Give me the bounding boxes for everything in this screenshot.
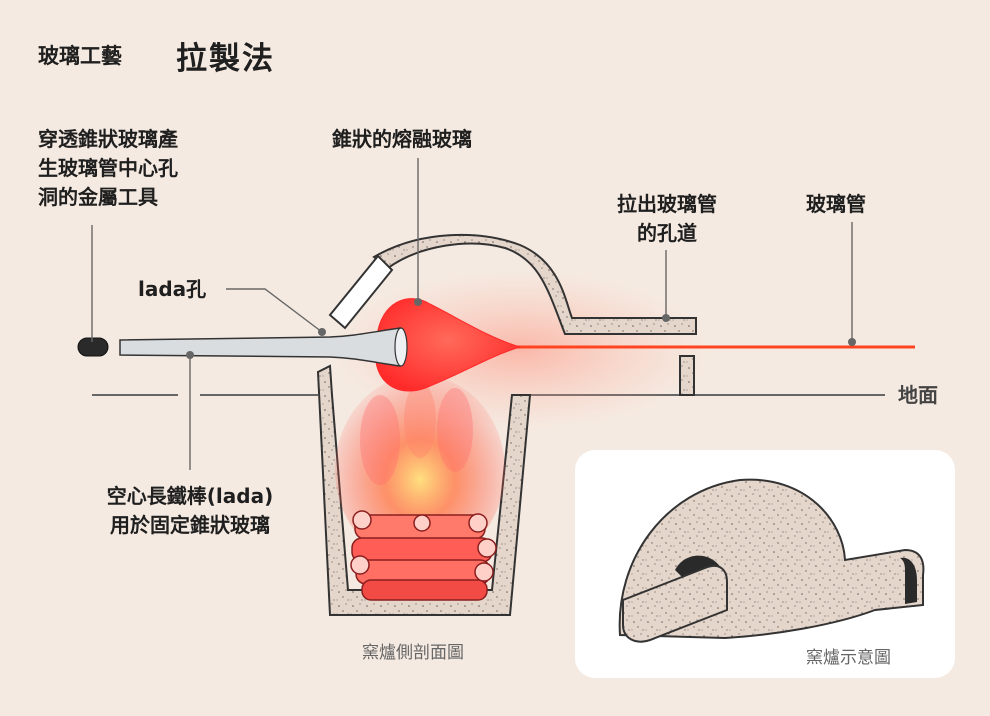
metal-tool <box>77 337 109 357</box>
label-metal-tool-line: 穿透錐狀玻璃產 <box>38 127 178 151</box>
label-molten-glass: 錐狀的熔融玻璃 <box>332 127 472 151</box>
firewood-logs <box>350 510 497 601</box>
label-ground: 地面 <box>898 383 938 407</box>
kiln-illustration-panel <box>575 450 955 678</box>
label-glass-tube: 玻璃管 <box>806 192 866 216</box>
kiln-illustration <box>618 478 925 643</box>
kiln-dome-front <box>328 254 394 330</box>
label-hollow-rod: 空心長鐵棒(lada) 用於固定錐狀玻璃 <box>60 482 320 540</box>
leader-lines <box>91 158 853 470</box>
lada-rod <box>119 327 401 367</box>
label-metal-tool-line: 洞的金屬工具 <box>38 185 158 209</box>
label-hollow-rod-line: 空心長鐵棒(lada) <box>106 484 274 508</box>
kiln-dome <box>372 233 697 335</box>
label-lada-hole: lada孔 <box>138 277 207 301</box>
lada-rod-opening <box>394 327 408 367</box>
kiln-3d-tube-opening <box>900 557 917 604</box>
caption-cross-section: 窯爐側剖面圖 <box>362 643 464 663</box>
title-sub: 玻璃工藝 <box>38 44 122 68</box>
label-pull-channel-line: 的孔道 <box>637 221 697 245</box>
label-metal-tool: 穿透錐狀玻璃產 生玻璃管中心孔 洞的金屬工具 <box>38 125 178 212</box>
label-pull-channel-line: 拉出玻璃管 <box>617 192 717 216</box>
label-hollow-rod-line: 用於固定錐狀玻璃 <box>110 513 270 537</box>
title-main: 拉製法 <box>176 41 275 77</box>
caption-illustration: 窯爐示意圖 <box>806 648 891 668</box>
kiln-right-post <box>679 355 695 396</box>
leader-dots <box>186 298 856 359</box>
label-pull-channel: 拉出玻璃管 的孔道 <box>612 190 722 248</box>
kiln-3d-front-block <box>622 564 728 643</box>
label-metal-tool-line: 生玻璃管中心孔 <box>38 156 178 180</box>
